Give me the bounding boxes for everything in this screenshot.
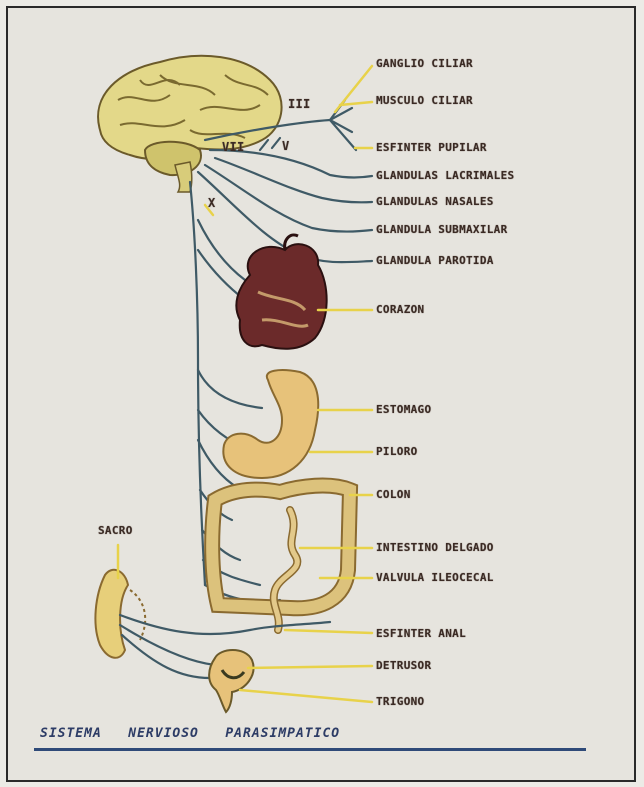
label-glandula-submaxilar: GLANDULA SUBMAXILAR [376, 223, 508, 236]
cranial-nerve-v-label: V [282, 139, 290, 153]
label-glandula-parotida: GLANDULA PAROTIDA [376, 254, 494, 267]
label-colon: COLON [376, 488, 411, 501]
label-trigono: TRIGONO [376, 695, 424, 708]
diagram-title: SISTEMA NERVIOSO PARASIMPATICO [40, 726, 600, 741]
label-estomago: ESTOMAGO [376, 403, 431, 416]
sacro-label: SACRO [98, 524, 133, 537]
label-detrusor: DETRUSOR [376, 659, 431, 672]
stomach [223, 370, 318, 478]
bladder [209, 650, 253, 712]
label-glandulas-lacrimales: GLANDULAS LACRIMALES [376, 169, 514, 182]
label-ganglio-ciliar: GANGLIO CILIAR [376, 57, 473, 70]
cerebellum [145, 142, 201, 175]
sacrum [95, 570, 145, 658]
label-musculo-ciliar: MUSCULO CILIAR [376, 94, 473, 107]
label-corazon: CORAZON [376, 303, 424, 316]
cranial-nerve-vii-label: VII [222, 140, 245, 154]
cranial-nerve-iii-label: III [288, 97, 311, 111]
vagus-nerve [190, 182, 280, 602]
label-intestino-delgado: INTESTINO DELGADO [376, 541, 494, 554]
brainstem [175, 162, 192, 192]
title-underline [34, 748, 586, 751]
label-piloro: PILORO [376, 445, 418, 458]
label-esfinter-anal: ESFINTER ANAL [376, 627, 466, 640]
heart [236, 235, 326, 349]
cranial-nerve-x-label: X [208, 196, 216, 210]
label-glandulas-nasales: GLANDULAS NASALES [376, 195, 494, 208]
label-esfinter-pupilar: ESFINTER PUPILAR [376, 141, 487, 154]
label-valvula-ileocecal: VALVULA ILEOCECAL [376, 571, 494, 584]
